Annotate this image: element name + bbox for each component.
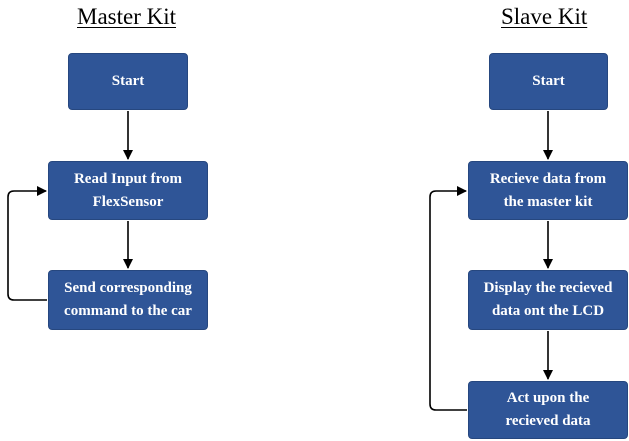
slave-act-upon-line-2: recieved data <box>505 413 591 429</box>
master-start-label: Start <box>111 73 145 89</box>
slave-receive-data-line-1: Recieve data from <box>489 170 607 187</box>
slave-receive-data-box: Recieve data from the master kit <box>468 161 628 220</box>
slave-start-box: Start <box>489 53 608 110</box>
master-read-input-line-1: Read Input from <box>73 170 183 187</box>
slave-display-data-box: Display the recieved data ont the LCD <box>468 270 628 330</box>
master-read-input-line-2: FlexSensor <box>92 193 164 210</box>
slave-act-upon-line-1: Act upon the <box>506 390 590 406</box>
master-start-box: Start <box>68 53 188 110</box>
slave-receive-data-line-2: the master kit <box>503 193 593 210</box>
slave-loop-arrow <box>429 186 467 411</box>
master-read-input-box: Read Input from FlexSensor <box>48 161 208 220</box>
master-loop-arrow <box>7 186 47 301</box>
master-send-command-line-2: command to the car <box>64 303 192 319</box>
slave-kit-title: Slave Kit <box>501 4 588 29</box>
slave-display-data-line-2: data ont the LCD <box>491 303 605 319</box>
slave-act-upon-box: Act upon the recieved data <box>468 381 628 439</box>
slave-display-data-line-1: Display the recieved <box>483 280 613 296</box>
master-kit-title: Master Kit <box>77 4 177 29</box>
slave-start-label: Start <box>532 73 565 89</box>
master-send-command-box: Send corresponding command to the car <box>48 270 208 330</box>
master-send-command-line-1: Send corresponding <box>64 280 192 296</box>
